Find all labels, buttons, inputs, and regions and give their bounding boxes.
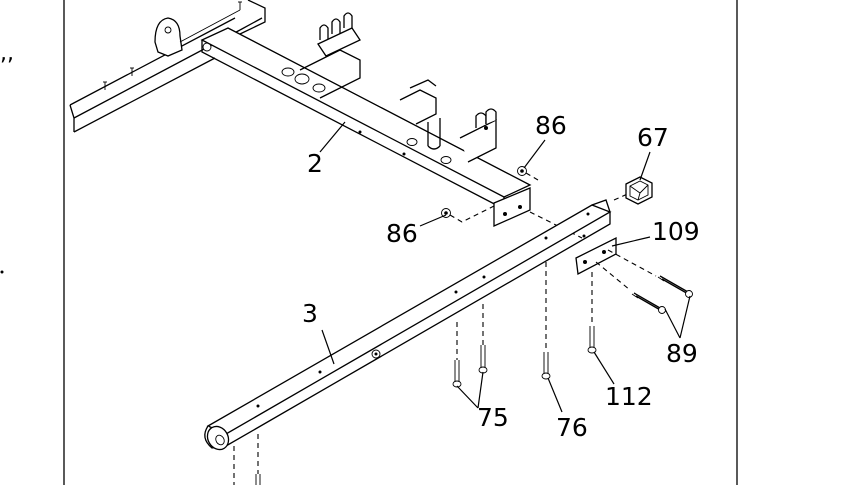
cross-member-part-2 (200, 27, 532, 228)
callout-67: 67 (637, 123, 669, 152)
end-cap-part-67 (625, 176, 653, 205)
callout-labels: 2 86 86 67 109 3 89 75 76 112 (302, 111, 700, 442)
callout-89: 89 (666, 339, 698, 368)
callout-86-lower: 86 (386, 219, 418, 248)
callout-76: 76 (556, 413, 588, 442)
plate-part-109 (575, 236, 617, 276)
callout-112: 112 (605, 382, 653, 411)
callout-3: 3 (302, 299, 318, 328)
callout-109: 109 (652, 217, 700, 246)
edge-mark (0, 270, 4, 274)
nut-86-upper (517, 166, 527, 176)
leader-lines (319, 121, 691, 413)
bolts-part-89 (595, 249, 693, 314)
callout-86-upper: 86 (535, 111, 567, 140)
callout-2: 2 (307, 149, 323, 178)
callout-75: 75 (477, 403, 509, 432)
lower-fasteners (233, 262, 597, 485)
edge-text-fragment: ,, (0, 41, 14, 66)
mounting-brackets (299, 12, 497, 163)
nut-86-lower (441, 208, 451, 218)
long-bar-part-3 (204, 199, 612, 451)
rear-frame-member (69, 0, 266, 133)
